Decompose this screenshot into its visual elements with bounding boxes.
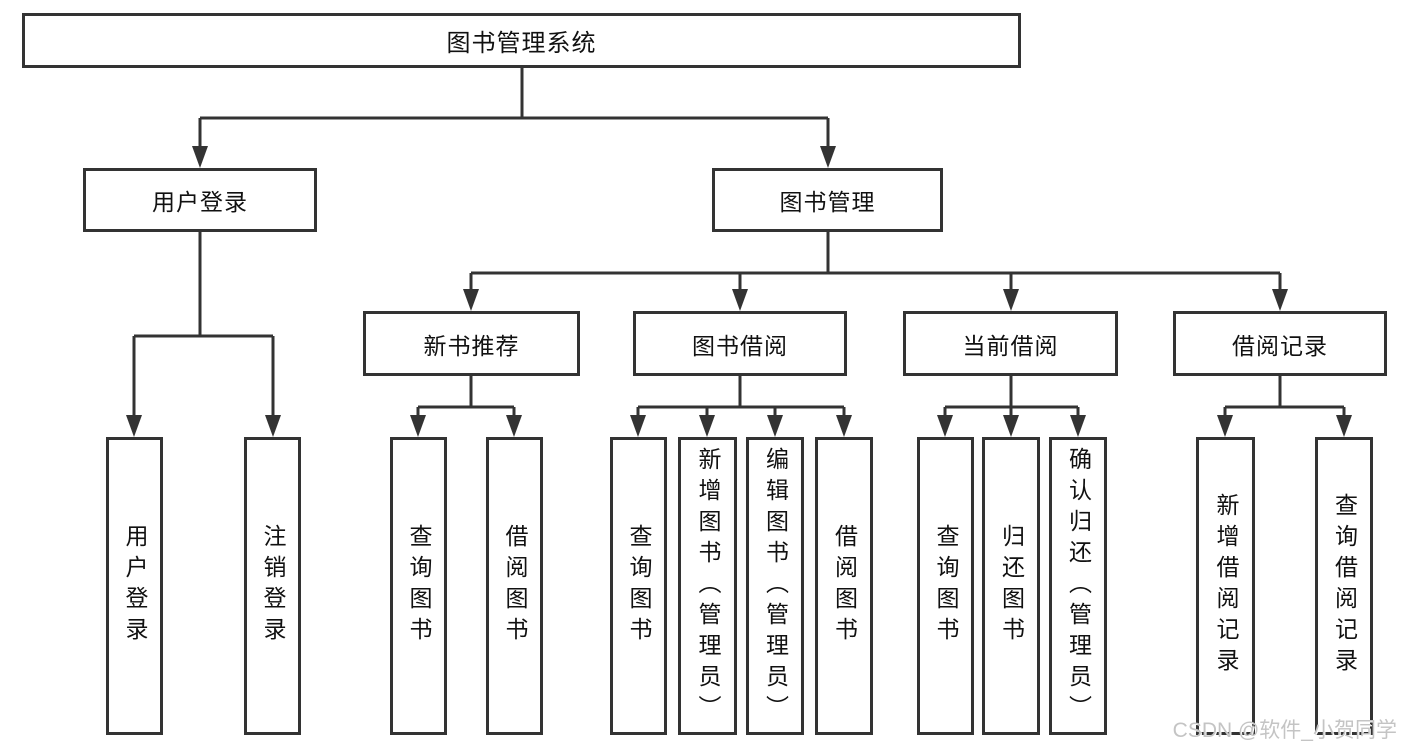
arrow-down-icon <box>265 415 281 437</box>
leaf-add-borrow-record: 新增借阅记录 <box>1196 437 1255 735</box>
node-label: 编辑图书（管理员） <box>762 446 789 726</box>
node-current-borrowing: 当前借阅 <box>903 311 1118 376</box>
arrow-down-icon <box>1217 415 1233 437</box>
leaf-user-login: 用户登录 <box>106 437 163 735</box>
node-root: 图书管理系统 <box>22 13 1021 68</box>
watermark: CSDN @软件_小贺同学 <box>1172 719 1397 742</box>
arrow-down-icon <box>836 415 852 437</box>
arrow-down-icon <box>126 415 142 437</box>
arrow-down-icon <box>1336 415 1352 437</box>
connector-book-borrowing <box>630 376 852 437</box>
leaf-borrow-books-recommend: 借阅图书 <box>486 437 543 735</box>
leaf-confirm-return-admin: 确认归还（管理员） <box>1049 437 1107 735</box>
node-label: 新增借阅记录 <box>1213 493 1239 679</box>
arrow-down-icon <box>192 146 208 168</box>
arrow-down-icon <box>1070 415 1086 437</box>
connector-borrowing-records <box>1217 376 1352 437</box>
leaf-query-books-current: 查询图书 <box>917 437 974 735</box>
node-label: 当前借阅 <box>962 332 1059 359</box>
leaf-edit-books-admin: 编辑图书（管理员） <box>746 437 804 735</box>
connector-book-management <box>463 232 1288 311</box>
connector-user-login <box>126 232 281 437</box>
leaf-query-borrow-record: 查询借阅记录 <box>1315 437 1373 735</box>
node-book-borrowing: 图书借阅 <box>633 311 847 376</box>
connector-root <box>192 68 836 168</box>
arrow-down-icon <box>463 289 479 311</box>
node-label: 归还图书 <box>998 524 1025 648</box>
node-label: 用户登录 <box>152 189 248 215</box>
node-book-management: 图书管理 <box>712 168 943 232</box>
arrow-down-icon <box>1003 415 1019 437</box>
leaf-query-books-borrowing: 查询图书 <box>610 437 667 735</box>
leaf-borrow-books-borrowing: 借阅图书 <box>815 437 873 735</box>
arrow-down-icon <box>410 415 426 437</box>
node-label: 用户登录 <box>122 524 148 648</box>
node-label: 借阅图书 <box>831 524 858 648</box>
node-label: 图书管理系统 <box>446 30 597 57</box>
connector-current-borrowing <box>937 376 1086 437</box>
node-label: 确认归还（管理员） <box>1065 446 1092 726</box>
arrow-down-icon <box>820 146 836 168</box>
leaf-query-books-recommend: 查询图书 <box>390 437 447 735</box>
node-label: 借阅图书 <box>502 524 528 648</box>
node-label: 查询图书 <box>406 524 432 648</box>
arrow-down-icon <box>732 289 748 311</box>
leaf-logout: 注销登录 <box>244 437 301 735</box>
node-label: 注销登录 <box>260 524 286 648</box>
leaf-return-books: 归还图书 <box>982 437 1040 735</box>
node-user-login: 用户登录 <box>83 168 317 232</box>
arrow-down-icon <box>937 415 953 437</box>
arrow-down-icon <box>1003 289 1019 311</box>
node-label: 查询图书 <box>933 524 959 648</box>
node-label: 查询借阅记录 <box>1331 493 1358 679</box>
leaf-add-books-admin: 新增图书（管理员） <box>678 437 737 735</box>
node-borrowing-records: 借阅记录 <box>1173 311 1387 376</box>
node-new-book-recommendation: 新书推荐 <box>363 311 580 376</box>
arrow-down-icon <box>506 415 522 437</box>
node-label: 借阅记录 <box>1232 332 1328 359</box>
arrow-down-icon <box>630 415 646 437</box>
arrow-down-icon <box>1272 289 1288 311</box>
node-label: 新书推荐 <box>423 332 520 359</box>
arrow-down-icon <box>699 415 715 437</box>
node-label: 查询图书 <box>626 524 652 648</box>
arrow-down-icon <box>767 415 783 437</box>
node-label: 图书管理 <box>779 189 876 215</box>
node-label: 图书借阅 <box>692 332 788 359</box>
node-label: 新增图书（管理员） <box>695 446 721 726</box>
connector-new-book-recommendation <box>410 376 522 437</box>
